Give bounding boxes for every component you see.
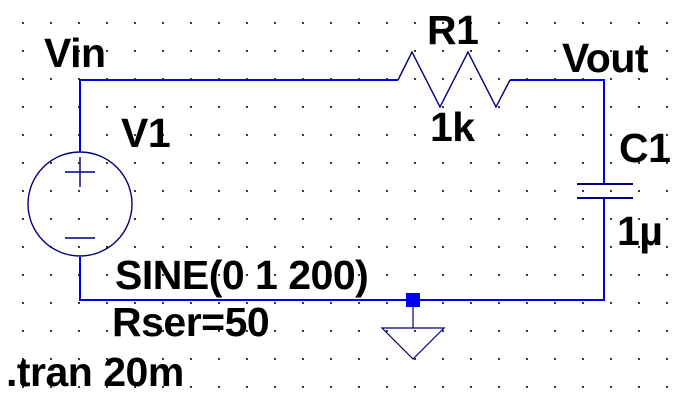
voltage-source-circle [27,151,133,257]
resistor-symbol[interactable] [397,50,511,109]
component-name-v1[interactable]: V1 [121,110,171,156]
plus-icon [65,157,95,187]
resistor-zigzag [397,50,511,109]
spice-directive-tran[interactable]: .tran 20m [6,349,184,395]
component-value-v1[interactable]: SINE(0 1 200) [115,252,369,298]
component-spiceline-v1[interactable]: Rser=50 [112,299,270,345]
wire-vout-rail[interactable] [510,79,605,184]
ground-symbol[interactable] [380,307,446,360]
component-name-c1[interactable]: C1 [619,125,671,171]
capacitor-symbol[interactable] [577,183,633,199]
component-value-c1[interactable]: 1µ [617,208,663,254]
voltage-source-symbol[interactable] [27,151,133,257]
net-label-vin[interactable]: Vin [44,30,106,76]
ground-triangle-icon [380,327,446,360]
wire-ground-rail[interactable] [79,198,605,301]
junction-dot [406,293,420,307]
component-name-r1[interactable]: R1 [427,7,479,53]
component-value-r1[interactable]: 1k [430,104,475,150]
wire-vin-rail[interactable] [79,79,398,152]
wires[interactable] [79,79,605,301]
net-label-vout[interactable]: Vout [562,35,649,81]
